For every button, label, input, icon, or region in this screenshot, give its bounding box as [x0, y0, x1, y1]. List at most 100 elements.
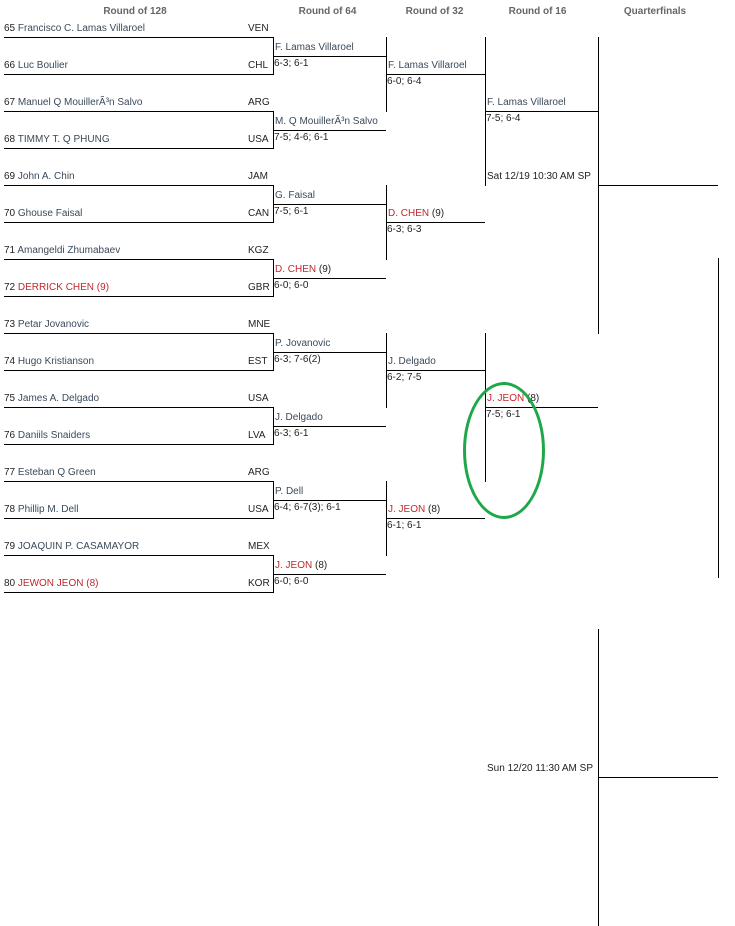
player-name: G. Faisal	[275, 190, 316, 201]
r128-player[interactable]: 73 Petar Jovanovic	[4, 319, 89, 331]
r128-player[interactable]: 78 Phillip M. Dell	[4, 504, 78, 516]
r128-player[interactable]: 71 Amangeldi Zhumabaev	[4, 245, 120, 257]
tournament-bracket: Round of 128 Round of 64 Round of 32 Rou…	[4, 6, 719, 926]
r16-player[interactable]: F. Lamas Villaroel	[487, 97, 566, 109]
country-code: VEN	[248, 23, 269, 34]
r64-player[interactable]: P. Jovanovic	[275, 338, 330, 350]
r32-line	[386, 518, 485, 519]
r128-line	[4, 555, 273, 556]
r128-player[interactable]: 65 Francisco C. Lamas Villaroel	[4, 23, 145, 35]
r64-player[interactable]: J. JEON (8)	[275, 560, 327, 572]
r64-player[interactable]: F. Lamas Villaroel	[275, 42, 354, 54]
r128-player[interactable]: 68 TIMMY T. Q PHUNG	[4, 134, 110, 146]
r128-player[interactable]: 76 Daniils Snaiders	[4, 430, 90, 442]
r32-player[interactable]: J. JEON (8)	[388, 504, 440, 516]
player-name: J. Delgado	[275, 412, 323, 423]
r128-line	[4, 333, 273, 334]
country-code: LVA	[248, 430, 266, 441]
country-code: CHL	[248, 60, 269, 71]
r128-line	[4, 481, 273, 482]
country-code: MEX	[248, 541, 270, 552]
r32-player[interactable]: J. Delgado	[388, 356, 436, 368]
match-score: 6-0; 6-4	[387, 76, 422, 87]
r64-line	[273, 278, 386, 279]
r128-line	[4, 148, 273, 149]
r128-player[interactable]: 79 JOAQUIN P. CASAMAYOR	[4, 541, 139, 553]
header-round-of-32: Round of 32	[405, 6, 464, 17]
player-name: F. Lamas Villaroel	[275, 42, 354, 53]
country-code: KOR	[248, 578, 270, 589]
r64-player[interactable]: D. CHEN (9)	[275, 264, 331, 276]
draw-number: 71	[4, 245, 18, 256]
country-code: GBR	[248, 282, 270, 293]
player-name: Daniils Snaiders	[17, 430, 91, 441]
r128-line	[4, 259, 273, 260]
seed-tag: (9)	[94, 282, 110, 293]
r128-player[interactable]: 66 Luc Boulier	[4, 60, 68, 72]
r64-line	[273, 426, 386, 427]
r128-player[interactable]: 80 JEWON JEON (8)	[4, 578, 98, 590]
draw-number: 69	[4, 171, 18, 182]
r128-player[interactable]: 69 John A. Chin	[4, 171, 75, 183]
header-round-of-64: Round of 64	[298, 6, 357, 17]
player-name: Ghouse Faisal	[17, 208, 83, 219]
r32-player[interactable]: F. Lamas Villaroel	[388, 60, 467, 72]
r128-player[interactable]: 77 Esteban Q Green	[4, 467, 96, 479]
r32-player[interactable]: D. CHEN (9)	[388, 208, 444, 220]
r32-line	[386, 222, 485, 223]
player-name: Luc Boulier	[17, 60, 68, 71]
country-code: ARG	[248, 97, 270, 108]
player-name: Hugo Kristianson	[17, 356, 95, 367]
player-name: JEWON JEON	[17, 578, 84, 589]
player-name: J. JEON	[275, 560, 313, 571]
r128-line	[4, 74, 273, 75]
player-name: D. CHEN	[388, 208, 430, 219]
match-schedule: Sun 12/20 11:30 AM SP	[487, 763, 594, 774]
r64-player[interactable]: M. Q MouillerÃ³n Salvo	[275, 116, 378, 128]
country-code: ARG	[248, 467, 270, 478]
r128-player[interactable]: 72 DERRICK CHEN (9)	[4, 282, 109, 294]
player-name: P. Dell	[275, 486, 304, 497]
r128-player[interactable]: 75 James A. Delgado	[4, 393, 99, 405]
r128-line	[4, 111, 273, 112]
sf-connector	[718, 258, 719, 578]
match-score: 6-2; 7-5	[387, 372, 422, 383]
match-schedule: Sat 12/19 10:30 AM SP	[487, 171, 591, 182]
r128-player[interactable]: 67 Manuel Q MouillerÃ³n Salvo	[4, 97, 142, 109]
country-code: JAM	[248, 171, 268, 182]
r64-player[interactable]: P. Dell	[275, 486, 303, 498]
seed-tag: (8)	[425, 504, 441, 515]
r128-player[interactable]: 70 Ghouse Faisal	[4, 208, 82, 220]
draw-number: 74	[4, 356, 18, 367]
player-name: D. CHEN	[275, 264, 317, 275]
draw-number: 80	[4, 578, 18, 589]
header-round-of-16: Round of 16	[508, 6, 567, 17]
country-code: EST	[248, 356, 268, 367]
r128-player[interactable]: 74 Hugo Kristianson	[4, 356, 94, 368]
header-quarterfinals: Quarterfinals	[623, 6, 687, 17]
r128-line	[4, 407, 273, 408]
match-score: 6-0; 6-0	[274, 280, 309, 291]
match-score: 7-5; 6-1	[274, 206, 309, 217]
player-name: JOAQUIN P. CASAMAYOR	[17, 541, 140, 552]
seed-tag: (8)	[524, 393, 540, 404]
player-name: Amangeldi Zhumabaev	[17, 245, 121, 256]
draw-number: 77	[4, 467, 18, 478]
r64-player[interactable]: J. Delgado	[275, 412, 323, 424]
country-code: USA	[248, 393, 269, 404]
player-name: F. Lamas Villaroel	[388, 60, 467, 71]
player-name: Esteban Q Green	[17, 467, 96, 478]
r64-line	[273, 56, 386, 57]
r64-player[interactable]: G. Faisal	[275, 190, 315, 202]
seed-tag: (9)	[429, 208, 445, 219]
country-code: CAN	[248, 208, 270, 219]
draw-number: 78	[4, 504, 18, 515]
draw-number: 76	[4, 430, 18, 441]
match-score: 6-4; 6-7(3); 6-1	[274, 502, 341, 513]
draw-number: 70	[4, 208, 18, 219]
r16-line	[485, 111, 598, 112]
match-score: 6-1; 6-1	[387, 520, 422, 531]
match-score: 7-5; 4-6; 6-1	[274, 132, 329, 143]
player-name: Francisco C. Lamas Villaroel	[17, 23, 145, 34]
country-code: USA	[248, 504, 269, 515]
